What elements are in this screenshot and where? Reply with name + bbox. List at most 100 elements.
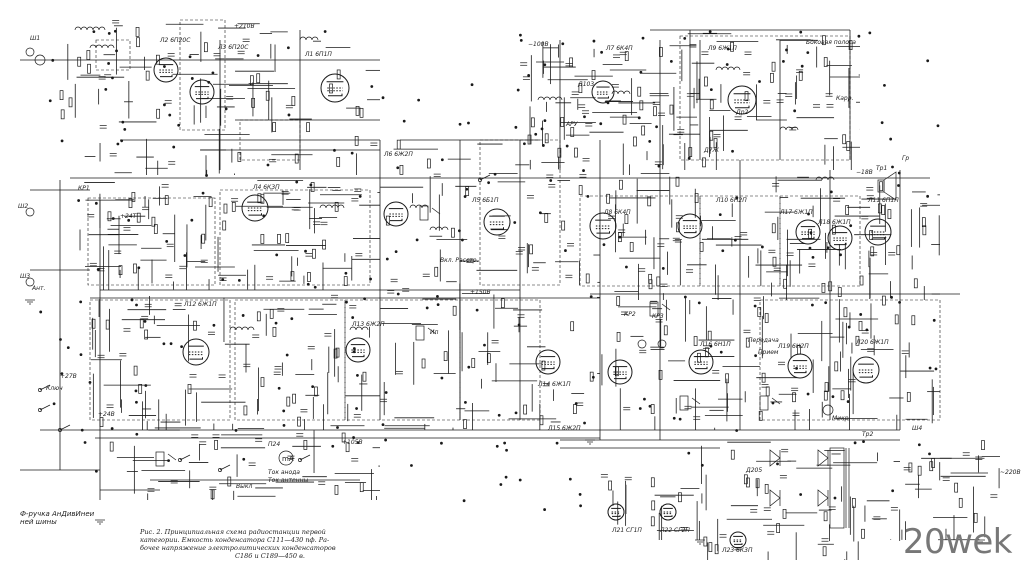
component-blocks [87, 19, 941, 421]
resistor [557, 147, 562, 158]
switch-lever [299, 454, 311, 461]
junction-dot [833, 496, 837, 500]
resistor [227, 476, 232, 487]
power-transformer [829, 447, 845, 529]
junction-dot [60, 372, 64, 376]
junction-dot [917, 443, 921, 447]
junction-dot [806, 392, 810, 396]
resistor [250, 75, 254, 86]
tube-cathode [684, 230, 697, 234]
resistor [840, 390, 845, 401]
resistor [307, 272, 311, 282]
resistor [285, 233, 290, 243]
junction-dot [555, 441, 559, 445]
junction-dot [504, 475, 508, 479]
resistor [922, 225, 927, 236]
resistor [616, 332, 621, 342]
resistor [619, 179, 623, 190]
junction-dot [890, 295, 893, 299]
tube-cathode [612, 515, 621, 517]
junction-dot [687, 451, 691, 455]
resistor [345, 442, 350, 453]
label-p24: П24 [268, 441, 281, 448]
resistor [322, 239, 326, 250]
tube-label-l12: Л12 6Ж1П [184, 301, 217, 308]
junction-dot [242, 457, 246, 461]
junction-dot [39, 310, 43, 314]
junction-dot [808, 246, 812, 250]
label-klyuch: Ключ [46, 385, 63, 392]
label-gr: Гр [902, 155, 910, 162]
resistor [713, 138, 718, 148]
junction-dot [669, 59, 673, 63]
tube-label-l21: Л21 СГ1П [612, 527, 642, 534]
resistor [697, 352, 701, 363]
junction-dot [287, 113, 291, 117]
resistor [622, 114, 627, 125]
resistor [109, 441, 114, 452]
shielded-block [459, 299, 541, 421]
resistor [772, 256, 777, 267]
vacuum-tube-2 [153, 57, 179, 83]
resistor [156, 108, 161, 119]
relay-contact [771, 397, 781, 405]
junction-dot [592, 39, 596, 43]
resistor [570, 321, 575, 332]
resistor [650, 404, 655, 414]
resistor [653, 106, 657, 117]
label-kr1: КР1 [78, 185, 90, 192]
tube-cathode [490, 227, 504, 230]
tube-label-l7: Л7 6К4П [606, 45, 633, 52]
resistor [797, 344, 801, 355]
resistor [256, 311, 261, 322]
resistor [771, 61, 776, 72]
antenna-connector [25, 47, 35, 57]
label-sh1: Ш1 [30, 35, 41, 42]
resistor [272, 327, 277, 337]
junction-dot [77, 199, 81, 202]
junction-dot [534, 132, 538, 136]
label-anten: Ант. [32, 285, 46, 292]
resistor [843, 307, 848, 318]
caption-line: категории. Емкость конденсатора C111—430… [140, 536, 330, 544]
junction-dot [183, 254, 187, 257]
resistor [869, 230, 874, 240]
speaker-cone [883, 171, 897, 201]
label-220v: ~220В [1000, 469, 1021, 476]
resistor [699, 241, 704, 252]
relay-coil [419, 205, 429, 221]
resistor [294, 153, 299, 164]
shielded-block [89, 299, 231, 421]
junction-dot [396, 166, 400, 170]
junction-dot [735, 429, 739, 432]
relay-contact [661, 303, 671, 311]
switch-lever [219, 464, 231, 471]
label-d7zh: Д7Ж [704, 147, 719, 154]
junction-dot [824, 301, 828, 305]
junction-dot [538, 211, 542, 215]
junction-dot [799, 30, 803, 34]
junction-dot [505, 448, 508, 452]
junction-dot [467, 121, 470, 125]
junction-dot [266, 163, 270, 167]
vacuum-tube-12 [182, 338, 210, 366]
junction-dot [111, 76, 114, 80]
junction-dot [497, 413, 501, 417]
junction-dot [286, 46, 290, 50]
switch-lever [39, 384, 51, 391]
tube-cathode [735, 105, 750, 109]
junction-dot [499, 483, 503, 486]
resistor [314, 386, 318, 397]
resistor [133, 263, 137, 274]
tube-label-l9: Л9 6Ж1П [708, 45, 737, 52]
lamp-icon [637, 339, 647, 349]
junction-dot [589, 295, 593, 299]
rectifier-diode [817, 489, 829, 507]
tube-label-l3: Л3 6П20С [218, 44, 249, 51]
resistor [881, 295, 886, 306]
resistor [792, 392, 796, 403]
tube-label-l8: Л8 6К4П [604, 209, 631, 216]
resistor [291, 96, 296, 106]
resistor [292, 393, 296, 404]
switch-contact [58, 428, 62, 432]
